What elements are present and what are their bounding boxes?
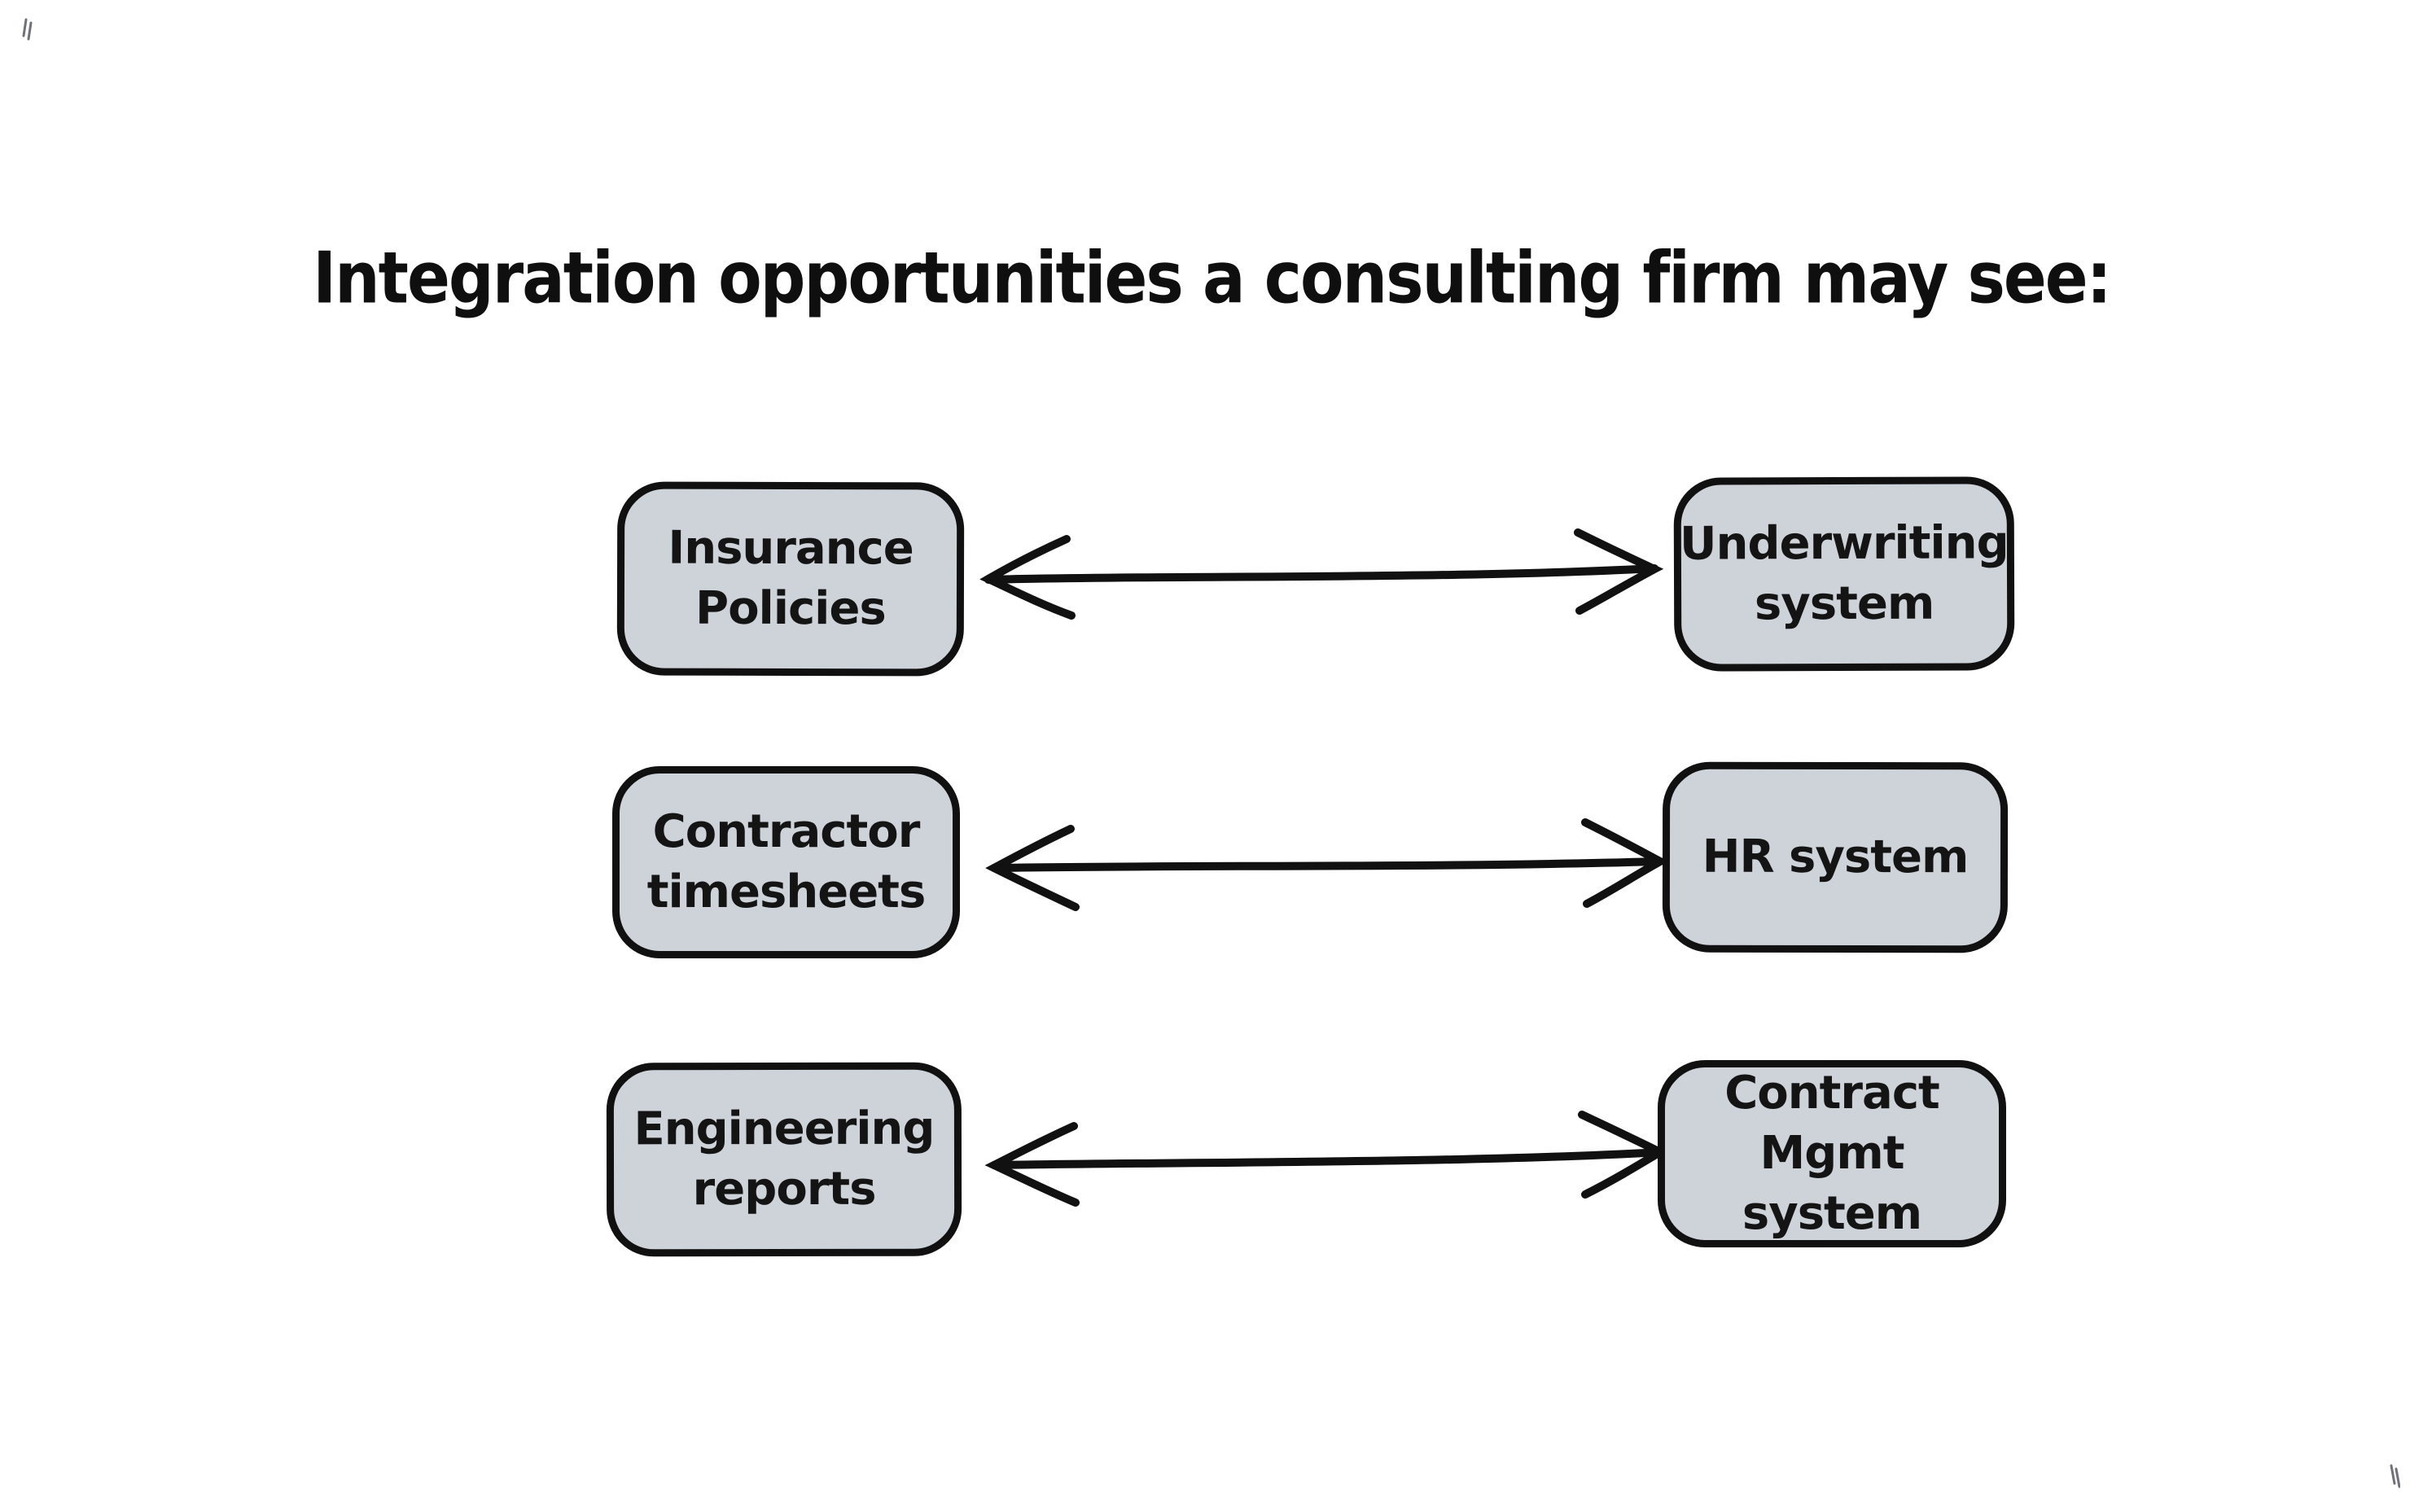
box-engineering-reports: Engineering reports (606, 1062, 962, 1257)
bidirectional-arrow-row1 (975, 518, 1667, 632)
pen-squiggle-mark (2387, 1464, 2401, 1490)
box-contractor-timesheets: Contractor timesheets (612, 766, 960, 958)
diagram-title: Integration opportunities a consulting f… (313, 238, 2112, 320)
box-hr-system: HR system (1662, 761, 2009, 953)
box-contract-mgmt-system: Contract Mgmt system (1658, 1060, 2006, 1247)
bidirectional-arrow-row2 (981, 809, 1673, 923)
bidirectional-arrow-row3 (981, 1103, 1673, 1217)
box-underwriting-system: Underwriting system (1673, 476, 2015, 672)
pen-squiggle-mark (21, 18, 34, 44)
box-insurance-policies: Insurance Policies (616, 481, 965, 677)
